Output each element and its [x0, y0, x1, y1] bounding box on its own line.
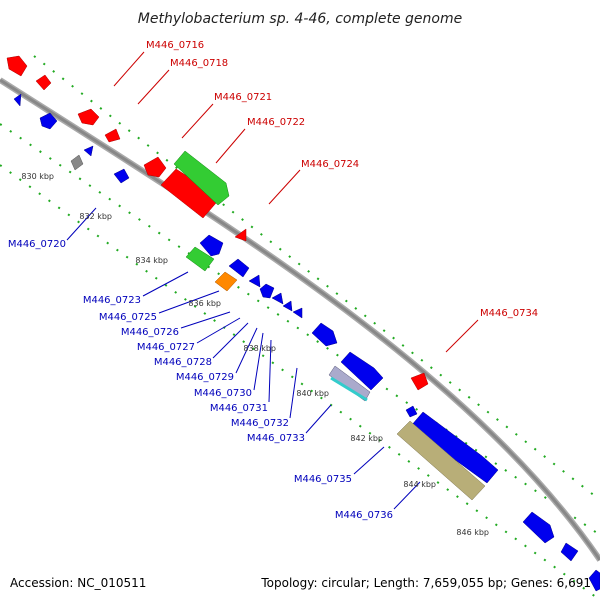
callout-line	[137, 69, 170, 105]
callout-line	[393, 481, 421, 510]
reverse-inner-track	[0, 164, 600, 600]
reverse-gene-feature[interactable]	[340, 351, 384, 391]
tick-labels: 830 kbp 832 kbp 834 kbp 836 kbp 838 kbp …	[21, 172, 489, 537]
gene-label-M446-0734[interactable]: M446_0734	[480, 308, 538, 319]
gene-label-M446-0726[interactable]: M446_0726	[121, 327, 179, 338]
tick-label: 832 kbp	[79, 212, 112, 221]
rna-gene-feature[interactable]	[185, 246, 215, 272]
topology-summary: Topology: circular; Length: 7,659,055 bp…	[261, 576, 591, 590]
reverse-gene-labels: M446_0720 M446_0723 M446_0725 M446_0726 …	[8, 239, 393, 521]
gene-label-M446-0728[interactable]: M446_0728	[154, 357, 212, 368]
gene-label-M446-0724[interactable]: M446_0724	[301, 159, 359, 170]
tick-label: 842 kbp	[350, 434, 383, 443]
reverse-gene-feature[interactable]	[13, 93, 22, 107]
forward-gene-feature[interactable]	[234, 228, 247, 242]
callout-lines	[66, 51, 479, 510]
reverse-gene-feature[interactable]	[522, 511, 555, 544]
cyan-gene-feature[interactable]	[330, 376, 368, 402]
reverse-gene-feature[interactable]	[248, 274, 261, 288]
tick-label: 846 kbp	[456, 528, 489, 537]
callout-line	[445, 319, 479, 353]
reverse-gene-feature[interactable]	[113, 168, 130, 184]
forward-gene-feature[interactable]	[77, 108, 100, 126]
reverse-gene-feature[interactable]	[311, 322, 338, 347]
other-gene-feature[interactable]	[214, 271, 238, 292]
callout-line	[235, 327, 258, 374]
callout-line	[215, 128, 246, 164]
forward-gene-labels: M446_0716 M446_0718 M446_0721 M446_0722 …	[146, 40, 538, 319]
tick-label: 830 kbp	[21, 172, 54, 181]
reverse-gene-feature[interactable]	[199, 234, 224, 257]
callout-line	[268, 169, 301, 205]
tick-label: 838 kbp	[243, 344, 276, 353]
forward-gene-feature[interactable]	[104, 128, 121, 143]
gene-label-M446-0730[interactable]: M446_0730	[194, 388, 252, 399]
callout-line	[305, 404, 332, 434]
forward-genes	[6, 55, 429, 391]
gene-label-M446-0731[interactable]: M446_0731	[210, 403, 268, 414]
reverse-gene-feature[interactable]	[228, 258, 250, 278]
reverse-gene-feature[interactable]	[405, 405, 418, 418]
gene-label-M446-0729[interactable]: M446_0729	[176, 372, 234, 383]
reverse-genes	[13, 93, 600, 592]
callout-line	[113, 51, 145, 87]
forward-gene-feature[interactable]	[35, 74, 52, 91]
callout-line	[142, 271, 189, 297]
gene-label-M446-0732[interactable]: M446_0732	[231, 418, 289, 429]
tick-label: 840 kbp	[296, 389, 329, 398]
genome-backbone	[0, 78, 600, 561]
forward-gene-feature[interactable]	[143, 156, 167, 178]
gene-label-M446-0722[interactable]: M446_0722	[247, 117, 305, 128]
tick-label: 836 kbp	[188, 299, 221, 308]
callout-line	[353, 446, 385, 475]
gene-label-M446-0733[interactable]: M446_0733	[247, 433, 305, 444]
callout-line	[268, 339, 272, 403]
gene-label-M446-0725[interactable]: M446_0725	[99, 312, 157, 323]
gene-label-M446-0721[interactable]: M446_0721	[214, 92, 272, 103]
tick-label: 834 kbp	[135, 256, 168, 265]
reverse-gene-feature[interactable]	[39, 112, 58, 130]
callout-line	[212, 322, 249, 359]
reverse-gene-feature[interactable]	[271, 292, 284, 305]
reverse-gene-feature[interactable]	[560, 542, 579, 562]
tick-label: 844 kbp	[403, 480, 436, 489]
gene-label-M446-0718[interactable]: M446_0718	[170, 58, 228, 69]
accession-label: Accession: NC_010511	[10, 576, 147, 590]
map-title: Methylobacterium sp. 4-46, complete geno…	[138, 11, 462, 27]
callout-line	[158, 290, 220, 314]
reverse-gene-feature[interactable]	[282, 300, 293, 312]
reverse-gene-feature[interactable]	[588, 569, 600, 592]
pseudo-gene-feature[interactable]	[396, 420, 486, 501]
callout-line	[66, 207, 97, 241]
rna-gene-feature[interactable]	[173, 150, 230, 206]
reverse-gene-feature[interactable]	[292, 307, 303, 319]
gene-label-M446-0720[interactable]: M446_0720	[8, 239, 66, 250]
callout-line	[180, 311, 231, 329]
callout-line	[253, 332, 264, 391]
gene-label-M446-0736[interactable]: M446_0736	[335, 510, 393, 521]
reverse-gene-feature[interactable]	[409, 411, 499, 484]
gene-label-M446-0723[interactable]: M446_0723	[83, 295, 141, 306]
forward-outer-track	[33, 55, 600, 501]
reverse-gene-feature[interactable]	[83, 145, 94, 157]
reverse-gene-feature[interactable]	[259, 283, 275, 299]
misc-gene-feature[interactable]	[70, 154, 84, 171]
reverse-outer-track	[0, 123, 600, 536]
callout-line	[289, 367, 298, 419]
gene-label-M446-0727[interactable]: M446_0727	[137, 342, 195, 353]
callout-line	[196, 317, 241, 344]
gene-label-M446-0716[interactable]: M446_0716	[146, 40, 204, 51]
forward-gene-feature[interactable]	[410, 372, 429, 391]
callout-line	[181, 103, 214, 139]
gene-label-M446-0735[interactable]: M446_0735	[294, 474, 352, 485]
forward-gene-feature[interactable]	[6, 55, 28, 77]
